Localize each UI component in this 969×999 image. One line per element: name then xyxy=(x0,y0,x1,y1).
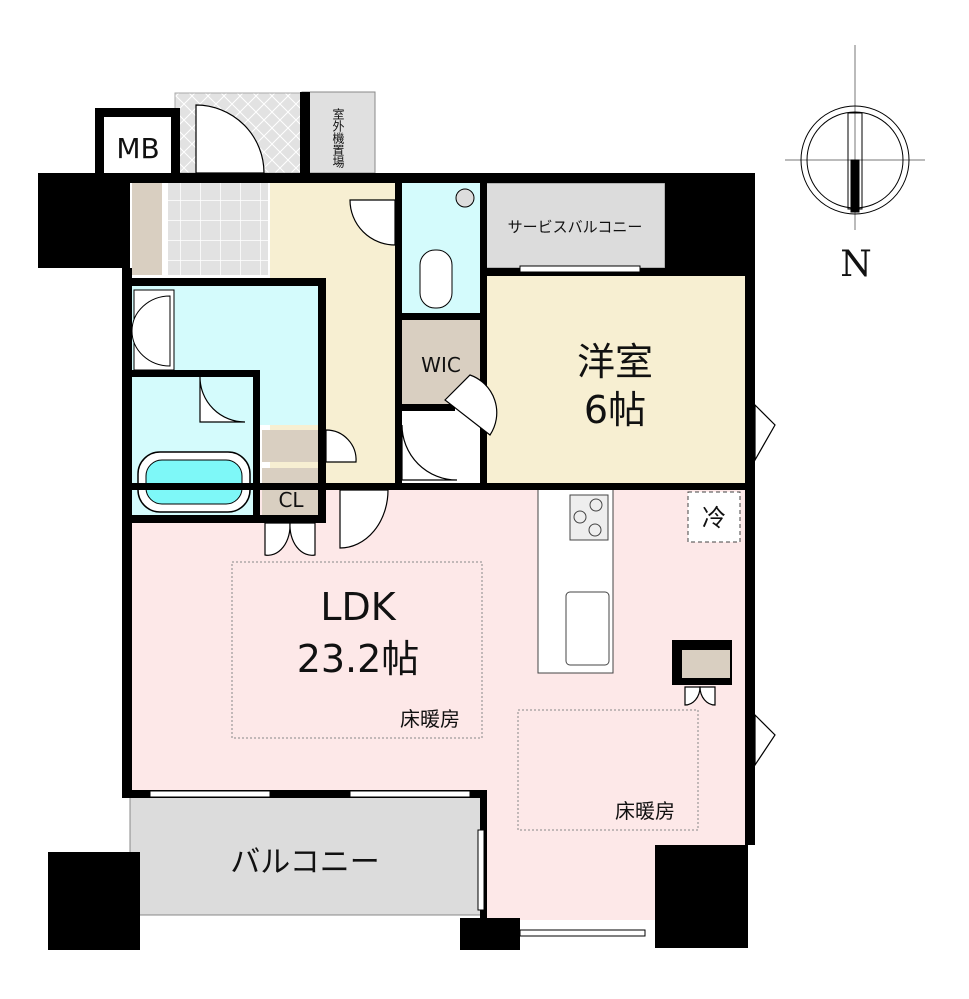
pillar xyxy=(38,173,130,268)
pillar xyxy=(655,845,748,948)
windows xyxy=(149,265,646,937)
ldk-door xyxy=(339,489,389,549)
burner xyxy=(588,523,602,537)
toilet-bowl xyxy=(419,249,453,309)
balcony-label: バルコニー xyxy=(230,845,379,880)
western-room-name: 洋室 xyxy=(577,340,653,384)
cl-label: CL xyxy=(278,488,304,512)
washroom-floor xyxy=(130,285,325,425)
ldk-name: LDK xyxy=(320,585,396,629)
service-balcony-label: サービスバルコニー xyxy=(508,218,643,236)
floor-heating-area xyxy=(231,561,483,739)
wic-door xyxy=(444,374,498,436)
doors[interactable] xyxy=(195,104,776,767)
kitchen: 冷 xyxy=(537,487,741,685)
exterior-door xyxy=(754,403,776,463)
entrance-door xyxy=(195,104,265,174)
cl-floor xyxy=(262,468,320,520)
outdoor-unit-area xyxy=(301,91,376,174)
floor-heating-label: 床暖房 xyxy=(400,707,460,731)
entrance-storage xyxy=(132,183,162,275)
mb-label: MB xyxy=(116,132,159,165)
cl-door xyxy=(289,522,316,556)
toilet-door xyxy=(349,199,396,246)
exterior-door xyxy=(754,713,776,767)
closet-door xyxy=(699,686,716,706)
kitchen-sink xyxy=(565,591,610,666)
pillar xyxy=(48,852,140,950)
closet-ldk-inner xyxy=(682,650,730,678)
stove xyxy=(569,494,609,541)
sink-bowl xyxy=(131,295,171,367)
linen-storage xyxy=(262,430,320,462)
entrance-floor xyxy=(168,183,268,275)
floor-heating-area xyxy=(517,709,699,831)
western-door xyxy=(401,424,458,481)
western-room-size: 6帖 xyxy=(584,388,646,432)
floor-heating-label: 床暖房 xyxy=(615,799,675,823)
compass-needle xyxy=(850,159,860,213)
outdoor-unit-label: 室外機置場 xyxy=(331,107,345,169)
bath-door xyxy=(199,376,246,423)
burner xyxy=(589,498,603,512)
burner xyxy=(573,510,587,524)
north-label: N xyxy=(840,244,872,285)
ldk-size: 23.2帖 xyxy=(297,637,420,681)
fridge-label: 冷 xyxy=(702,504,726,532)
western-room-floor xyxy=(485,275,747,485)
wic-label: WIC xyxy=(421,353,461,377)
linen-door xyxy=(325,429,357,463)
compass xyxy=(785,45,925,230)
service-balcony-floor xyxy=(484,182,666,269)
pillar xyxy=(665,173,755,275)
toilet-tank xyxy=(455,188,475,208)
mb-box xyxy=(104,117,171,173)
fridge-space xyxy=(687,491,741,543)
bathtub-water xyxy=(145,459,243,505)
pillar xyxy=(460,918,520,950)
